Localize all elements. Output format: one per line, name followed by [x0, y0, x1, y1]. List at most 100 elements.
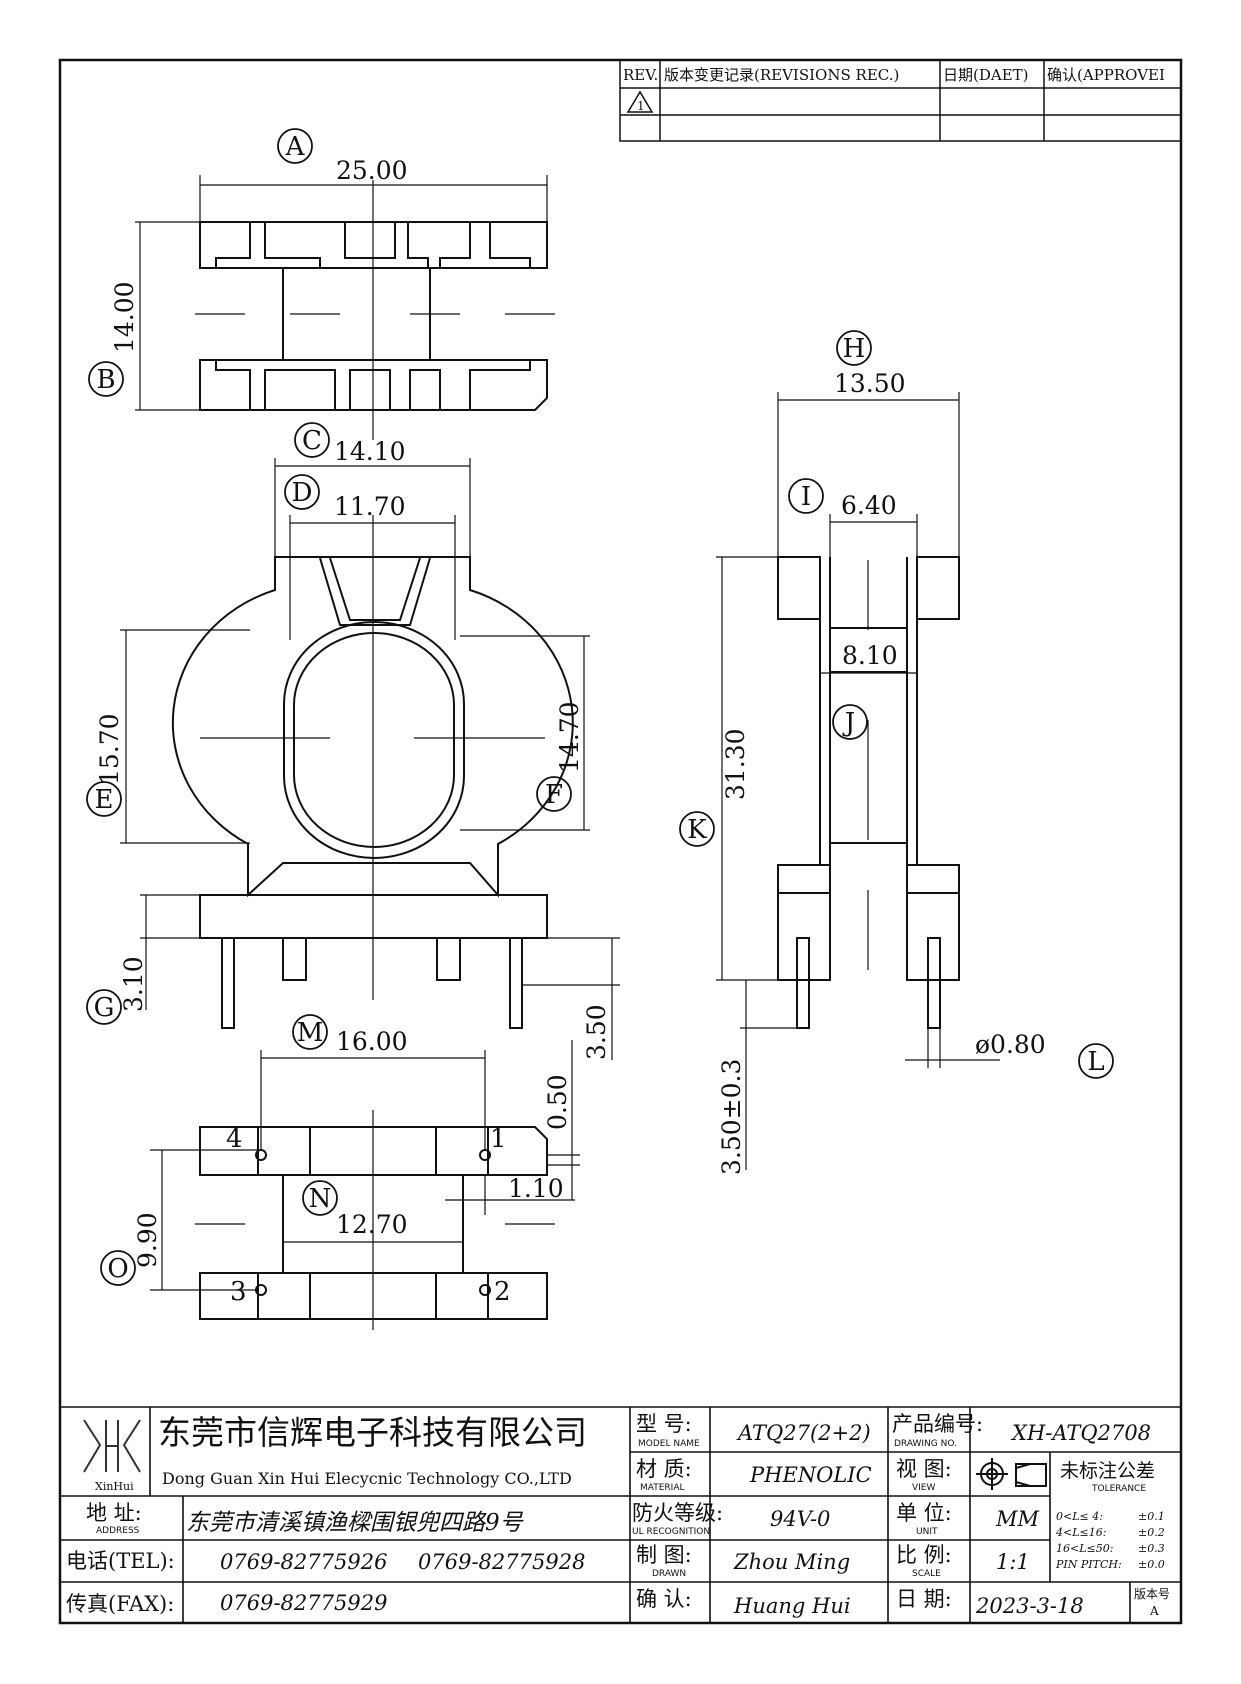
callout-M-circle: [292, 1014, 328, 1050]
callout-I-circle: [788, 478, 824, 514]
drawing-no-label: 产品编号:: [892, 1412, 983, 1436]
ul-value: 94V-0: [770, 1507, 830, 1531]
dim-K-value: 31.30: [721, 728, 750, 800]
fax-label: 传真(FAX):: [66, 1592, 174, 1616]
pin-2-label: 2: [494, 1277, 511, 1307]
callout-L: L: [1087, 1047, 1104, 1077]
dim-G-value: 3.10: [119, 956, 148, 1012]
dim-H-value: 13.50: [834, 369, 906, 398]
callout-F: F: [545, 780, 563, 810]
dim-C-value: 14.10: [334, 437, 406, 466]
callout-B-circle: [88, 361, 124, 397]
view-label: 视 图:: [896, 1457, 952, 1481]
revision-block: [619, 59, 1182, 142]
pin-numbers: 4 1 3 2: [226, 1124, 511, 1307]
scale-label-en: SCALE: [912, 1569, 941, 1579]
logo-text: XinHui: [95, 1480, 134, 1493]
callout-F-circle: [536, 776, 572, 812]
callout-J: J: [842, 708, 855, 738]
version-value: A: [1149, 1604, 1159, 1618]
dim-M-value: 16.00: [336, 1027, 408, 1056]
tolerance-value-1: ±0.1: [1138, 1510, 1165, 1523]
front-view: [171, 515, 574, 1029]
fax-value: 0769-82775929: [220, 1591, 387, 1615]
callout-N-circle: [302, 1180, 338, 1216]
tolerance-range-4: PIN PITCH:: [1055, 1558, 1122, 1571]
callout-G-circle: [86, 989, 122, 1025]
tolerance-label: 未标注公差: [1060, 1460, 1155, 1482]
tolerance-value-2: ±0.2: [1138, 1526, 1165, 1539]
callout-D-circle: [284, 474, 320, 510]
check-value: Huang Hui: [733, 1594, 851, 1618]
rev-header: REV.: [623, 66, 658, 84]
model-label: 型 号:: [636, 1412, 692, 1436]
revision-date-header: 日期(DAET): [943, 66, 1029, 84]
tolerance-label-en: TOLERANCE: [1091, 1484, 1146, 1494]
revisions-record-header: 版本变更记录(REVISIONS REC.): [664, 66, 899, 84]
address-value: 东莞市清溪镇渔樑围银兜四路9号: [186, 1510, 524, 1536]
model-value: ATQ27(2+2): [736, 1421, 871, 1445]
callout-letters: A B C D E F G H I J K L M N O: [94, 132, 1105, 1284]
callout-K-circle: [679, 811, 715, 847]
callout-C: C: [302, 426, 322, 456]
ul-label: 防火等级:: [632, 1501, 723, 1525]
dim-A-value: 25.00: [336, 156, 408, 185]
dim-L-value: ø0.80: [975, 1030, 1046, 1059]
material-label: 材 质:: [636, 1457, 692, 1481]
callout-G: G: [94, 993, 115, 1023]
check-label: 确 认:: [636, 1587, 692, 1611]
callout-D: D: [292, 478, 313, 508]
tolerance-value-3: ±0.3: [1138, 1542, 1165, 1555]
tel-value-2: 0769-82775928: [418, 1550, 585, 1574]
tolerance-range-2: 4<L≤16:: [1055, 1526, 1106, 1539]
callout-H-circle: [836, 330, 872, 366]
callout-O-circle: [100, 1250, 136, 1286]
company-logo: [83, 1419, 141, 1473]
callout-I: I: [801, 482, 811, 512]
callout-K: K: [687, 815, 707, 845]
callout-L-circle: [1078, 1043, 1114, 1079]
dim-pin-length-value: 3.50: [582, 1004, 611, 1060]
callout-E-circle: [86, 781, 122, 817]
revision-mark: 1: [637, 99, 645, 113]
dim-I-value: 6.40: [841, 491, 897, 520]
projection-symbol-icon: [976, 1458, 1047, 1490]
drawn-label: 制 图:: [636, 1543, 692, 1567]
unit-value: MM: [995, 1507, 1040, 1531]
drawing-no-value: XH-ATQ2708: [1010, 1421, 1151, 1445]
callout-M: M: [297, 1018, 324, 1048]
address-label: 地 址:: [86, 1501, 142, 1525]
tel-label: 电话(TEL):: [66, 1549, 175, 1573]
callout-J-circle: [832, 704, 868, 740]
revision-approve-header: 确认(APPROVEI: [1047, 66, 1165, 84]
callout-O: O: [107, 1254, 128, 1284]
scale-value: 1:1: [996, 1550, 1030, 1574]
callout-C-circle: [294, 422, 330, 458]
scale-label: 比 例:: [896, 1543, 952, 1567]
dim-side-pin-value: 3.50±0.3: [717, 1059, 746, 1175]
callout-H: H: [843, 334, 866, 364]
sheet-border: [58, 58, 1183, 1625]
tolerance-range-1: 0<L≤ 4:: [1056, 1510, 1103, 1523]
dim-A-lines: [135, 175, 548, 411]
pin-4-label: 4: [226, 1124, 243, 1154]
dim-core-value: 8.10: [842, 641, 898, 670]
drawn-label-en: DRAWN: [652, 1569, 686, 1579]
tolerance-range-3: 16<L≤50:: [1056, 1542, 1113, 1555]
company-name-en: Dong Guan Xin Hui Elecycnic Technology C…: [162, 1469, 572, 1488]
dim-B-value: 14.00: [110, 281, 139, 353]
address-label-en: ADDRESS: [96, 1526, 140, 1536]
view-label-en: VIEW: [912, 1483, 935, 1493]
material-label-en: MATERIAL: [640, 1483, 685, 1493]
dim-E-value: 15.70: [95, 713, 124, 785]
callout-E: E: [95, 785, 114, 815]
unit-label: 单 位:: [896, 1501, 952, 1525]
title-block: [60, 1406, 1181, 1623]
dim-D-value: 11.70: [334, 492, 406, 521]
dim-N-value: 12.70: [336, 1210, 408, 1239]
ul-label-en: UL RECOGNITION: [632, 1527, 710, 1537]
bottom-view-dim-lines: [150, 1040, 580, 1291]
dim-pin-inset-value: 1.10: [508, 1174, 564, 1203]
pin-1-label: 1: [490, 1124, 507, 1154]
